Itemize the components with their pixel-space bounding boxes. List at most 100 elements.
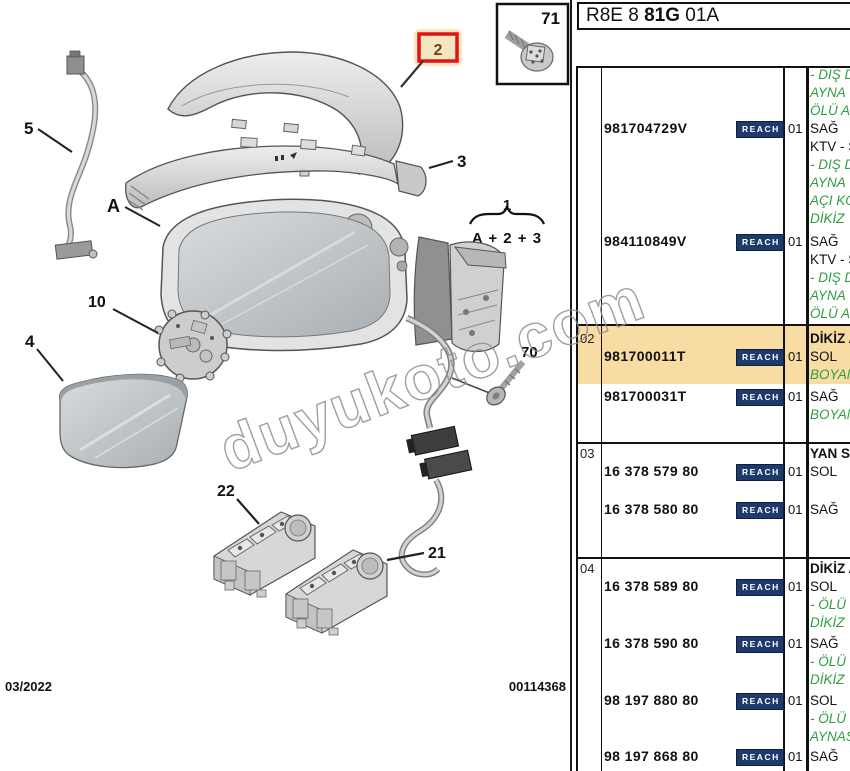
description-text: - DIŞ D [810, 157, 850, 172]
leader-line-5 [37, 128, 73, 153]
callout-1: 1 [503, 197, 511, 214]
description-text: AYNA [810, 85, 846, 100]
description-text: SOL [810, 464, 838, 479]
description-text: DİKİZ [810, 672, 845, 687]
leader-line-10 [112, 308, 159, 334]
cable-part [54, 50, 99, 260]
description-text: SAĞ [810, 749, 839, 764]
reach-badge[interactable]: REACH [736, 579, 784, 596]
description-text: SOL [810, 579, 838, 594]
description-text: DİKİZ A [810, 561, 850, 576]
section-index: 03 [580, 446, 595, 461]
row-divider [576, 557, 850, 559]
figure-code-prefix: R8E 8 [586, 5, 645, 26]
description-text: AYNA [810, 288, 846, 303]
part-number-cell[interactable]: 981704729V [604, 120, 688, 136]
figure-code-header: R8E 8 81G 01A [577, 2, 850, 30]
callout-a23: A + 2 + 3 [472, 230, 542, 247]
reach-badge[interactable]: REACH [736, 502, 784, 519]
leader-line-21 [386, 551, 425, 562]
callout-4[interactable]: 4 [25, 332, 35, 351]
description-text: DİKİZ A [810, 331, 850, 346]
leader-line-4 [36, 348, 64, 382]
part-number-cell[interactable]: 984110849V [604, 233, 687, 249]
description-text: - DIŞ D [810, 67, 850, 82]
description-text: AYNAS [810, 729, 850, 744]
callout-3[interactable]: 3 [457, 152, 466, 171]
description-text: - ÖLÜ [810, 654, 847, 669]
qty-cell: 01 [788, 502, 803, 517]
callout-10[interactable]: 10 [88, 294, 106, 311]
row-divider [576, 442, 850, 444]
callout-70[interactable]: 70 [521, 344, 538, 361]
reach-badge[interactable]: REACH [736, 749, 784, 766]
part-number-cell[interactable]: 16 378 590 80 [604, 635, 699, 651]
selected-row-highlight [577, 326, 850, 384]
qty-cell: 01 [788, 693, 803, 708]
index-column-divider [601, 67, 602, 771]
leader-line-22 [236, 498, 260, 525]
figure-code-bold: 81G [644, 5, 681, 26]
document-number: 00114368 [509, 679, 566, 694]
part-number-cell[interactable]: 16 378 579 80 [604, 463, 699, 479]
reach-badge[interactable]: REACH [736, 349, 784, 366]
description-text: BOYAN [810, 367, 850, 382]
description-text: - ÖLÜ [810, 711, 847, 726]
callout-a[interactable]: A [107, 196, 120, 216]
qty-cell: 01 [788, 389, 803, 404]
description-text: SAĞ [810, 636, 839, 651]
callout-22[interactable]: 22 [217, 483, 235, 500]
description-text: SAĞ [810, 234, 839, 249]
description-text: SOL [810, 693, 838, 708]
reach-badge[interactable]: REACH [736, 121, 784, 138]
actuator-part [154, 309, 232, 383]
description-text: ÖLÜ A [810, 306, 850, 321]
part-number-cell[interactable]: 16 378 580 80 [604, 501, 699, 517]
mirror-assembly-part [160, 198, 507, 352]
description-text: DİKİZ [810, 211, 845, 226]
part-number-cell[interactable]: 16 378 589 80 [604, 578, 699, 594]
revision-date: 03/2022 [5, 679, 52, 694]
description-text: - DIŞ D [810, 270, 850, 285]
leader-line-2 [400, 60, 424, 88]
description-text: - ÖLÜ [810, 597, 847, 612]
screw-71-box [495, 2, 570, 86]
description-text: ÖLÜ A [810, 103, 850, 118]
description-text: SOL [810, 349, 838, 364]
section-index: 04 [580, 561, 595, 576]
leader-line-a [124, 206, 161, 227]
callout-5[interactable]: 5 [24, 119, 33, 138]
part-number-cell[interactable]: 981700011T [604, 348, 686, 364]
mirror-glass-part [58, 373, 188, 469]
reach-badge[interactable]: REACH [736, 693, 784, 710]
reach-badge[interactable]: REACH [736, 389, 784, 406]
reach-badge[interactable]: REACH [736, 234, 784, 251]
callout-2[interactable]: 2 [434, 42, 443, 59]
callout-71[interactable]: 71 [541, 9, 560, 28]
description-text: AYNA [810, 175, 846, 190]
description-text: SAĞ [810, 502, 839, 517]
reach-badge[interactable]: REACH [736, 464, 784, 481]
description-text: AÇI KO [810, 193, 850, 208]
qty-cell: 01 [788, 234, 803, 249]
desc-column-divider [806, 67, 809, 771]
callout-21[interactable]: 21 [428, 545, 446, 562]
qty-cell: 01 [788, 579, 803, 594]
description-text: BOYAN [810, 407, 850, 422]
qty-cell: 01 [788, 121, 803, 136]
qty-column-divider [783, 67, 785, 771]
qty-cell: 01 [788, 749, 803, 764]
part-number-cell[interactable]: 98 197 868 80 [604, 748, 699, 764]
qty-cell: 01 [788, 349, 803, 364]
selected-callout-2[interactable]: 2 [414, 29, 462, 66]
mirror-cap-part [167, 51, 404, 177]
figure-code-suffix: 01A [680, 5, 720, 26]
section-index: 02 [580, 331, 595, 346]
reach-badge[interactable]: REACH [736, 636, 784, 653]
bolt-70-part [486, 360, 526, 406]
leader-line-3 [428, 160, 454, 169]
part-number-cell[interactable]: 981700031T [604, 388, 687, 404]
table-border-left [576, 66, 578, 771]
part-number-cell[interactable]: 98 197 880 80 [604, 692, 699, 708]
